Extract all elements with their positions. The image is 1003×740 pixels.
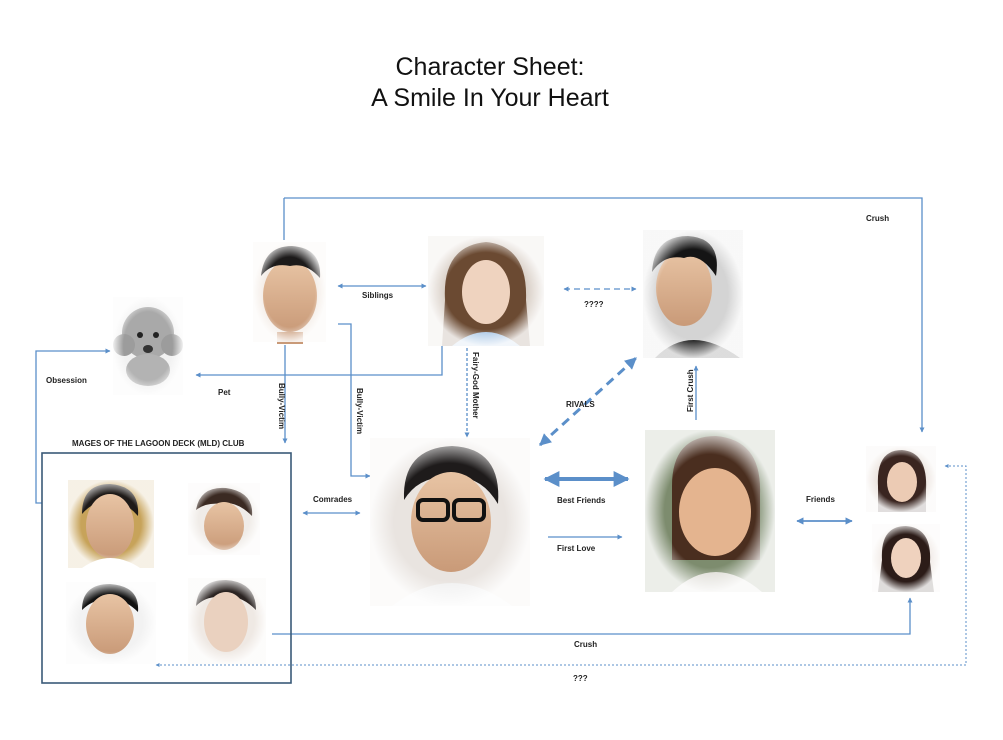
label-crush-top: Crush	[866, 214, 889, 223]
club-title: MAGES OF THE LAGOON DECK (MLD) CLUB	[72, 439, 245, 448]
unknown-bottom-arrow	[155, 464, 967, 667]
label-best-friends: Best Friends	[557, 496, 606, 505]
relationship-labels: Crush Siblings ???? Obsession Pet Bully-…	[46, 214, 889, 683]
label-comrades: Comrades	[313, 495, 353, 504]
title-line-2: A Smile In Your Heart	[371, 84, 609, 112]
rivals-arrow	[538, 356, 638, 447]
rival-portrait	[643, 230, 743, 358]
connections	[35, 197, 967, 667]
label-fairy-god-mother: Fairy-God Mother	[471, 352, 480, 419]
female-lead-portrait	[645, 430, 775, 592]
club-box	[41, 452, 292, 684]
sister-portrait	[428, 236, 544, 346]
label-unknown-bottom: ???	[573, 674, 588, 683]
pet-poodle-portrait	[113, 297, 183, 395]
label-first-love: First Love	[557, 544, 596, 553]
crush-top-line	[283, 197, 922, 432]
label-bully-victim-1: Bully-Victim	[277, 383, 286, 429]
club-member-2-portrait	[188, 483, 260, 555]
label-friends: Friends	[806, 495, 835, 504]
label-unknown-pair: ????	[584, 300, 604, 309]
crush-bottom-arrow	[272, 597, 913, 635]
label-pet: Pet	[218, 388, 231, 397]
pet-arrow	[195, 342, 443, 378]
label-bully-victim-2: Bully-Victim	[355, 388, 364, 434]
club-member-4-portrait	[188, 578, 266, 664]
club-member-1-portrait	[68, 480, 154, 568]
title-line-1: Character Sheet:	[395, 53, 585, 81]
obsession-arrow	[35, 348, 111, 504]
diagram-title: Character Sheet: A Smile In Your Heart	[300, 52, 680, 114]
friend-girl-2-portrait	[872, 524, 940, 592]
friend-girl-1-portrait	[866, 446, 936, 512]
label-crush-bottom: Crush	[574, 640, 597, 649]
label-rivals: RIVALS	[566, 400, 595, 409]
main-character-portrait	[370, 438, 530, 606]
bully-victim-arrow-2	[338, 323, 371, 479]
brother-portrait	[253, 242, 326, 344]
label-obsession: Obsession	[46, 376, 87, 385]
label-first-crush: First Crush	[686, 369, 695, 412]
label-siblings: Siblings	[362, 291, 394, 300]
club-member-3-portrait	[66, 582, 156, 664]
